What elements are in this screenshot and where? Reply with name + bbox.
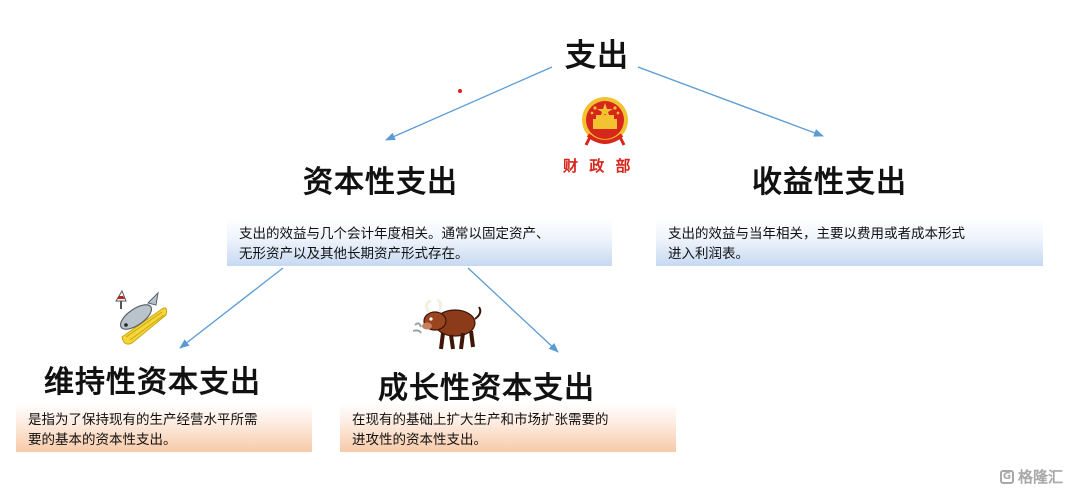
maintenance-description-line-2: 要的基本的资本性支出。 xyxy=(28,432,177,448)
maintenance-capex-title: 维持性资本支出 xyxy=(44,365,261,400)
watermark-text: 格隆汇 xyxy=(1018,468,1064,486)
watermark-logo-icon: G xyxy=(1000,469,1014,484)
growth-capex-title: 成长性资本支出 xyxy=(378,371,595,406)
arrow-root-to-revenue xyxy=(637,66,824,137)
national-emblem-icon xyxy=(582,97,628,146)
growth-capex-description: 在现有的基础上扩大生产和市场扩张需要的 进攻性的资本性支出。 xyxy=(340,404,676,452)
bull-icon xyxy=(413,298,482,350)
fish-on-lounger-icon xyxy=(115,289,167,345)
root-title: 支出 xyxy=(565,38,629,74)
revenue-expenditure-description: 支出的效益与当年相关，主要以费用或者成本形式 进入利润表。 xyxy=(656,218,1043,266)
revenue-description-line-2: 进入利润表。 xyxy=(668,246,749,262)
watermark: G 格隆汇 xyxy=(1000,466,1063,487)
capital-expenditure-description: 支出的效益与几个会计年度相关。通常以固定资产、 无形资产以及其他长期资产形式存在… xyxy=(227,218,612,266)
growth-description-line-1: 在现有的基础上扩大生产和市场扩张需要的 xyxy=(352,412,609,428)
red-dot-mark xyxy=(458,89,462,93)
ministry-label: 财 政 部 xyxy=(563,157,634,175)
maintenance-description-line-1: 是指为了保持现有的生产经营水平所需 xyxy=(28,412,258,428)
revenue-expenditure-title: 收益性支出 xyxy=(752,165,907,200)
growth-description-line-2: 进攻性的资本性支出。 xyxy=(352,432,487,448)
revenue-description-line-1: 支出的效益与当年相关，主要以费用或者成本形式 xyxy=(668,226,965,242)
arrow-capital-to-growth xyxy=(467,267,559,353)
maintenance-capex-description: 是指为了保持现有的生产经营水平所需 要的基本的资本性支出。 xyxy=(16,404,312,452)
arrow-root-to-capital xyxy=(385,66,553,141)
capital-description-line-1: 支出的效益与几个会计年度相关。通常以固定资产、 xyxy=(239,226,550,242)
capital-description-line-2: 无形资产以及其他长期资产形式存在。 xyxy=(239,246,469,262)
arrow-capital-to-maintenance xyxy=(179,267,284,349)
capital-expenditure-title: 资本性支出 xyxy=(303,165,458,200)
